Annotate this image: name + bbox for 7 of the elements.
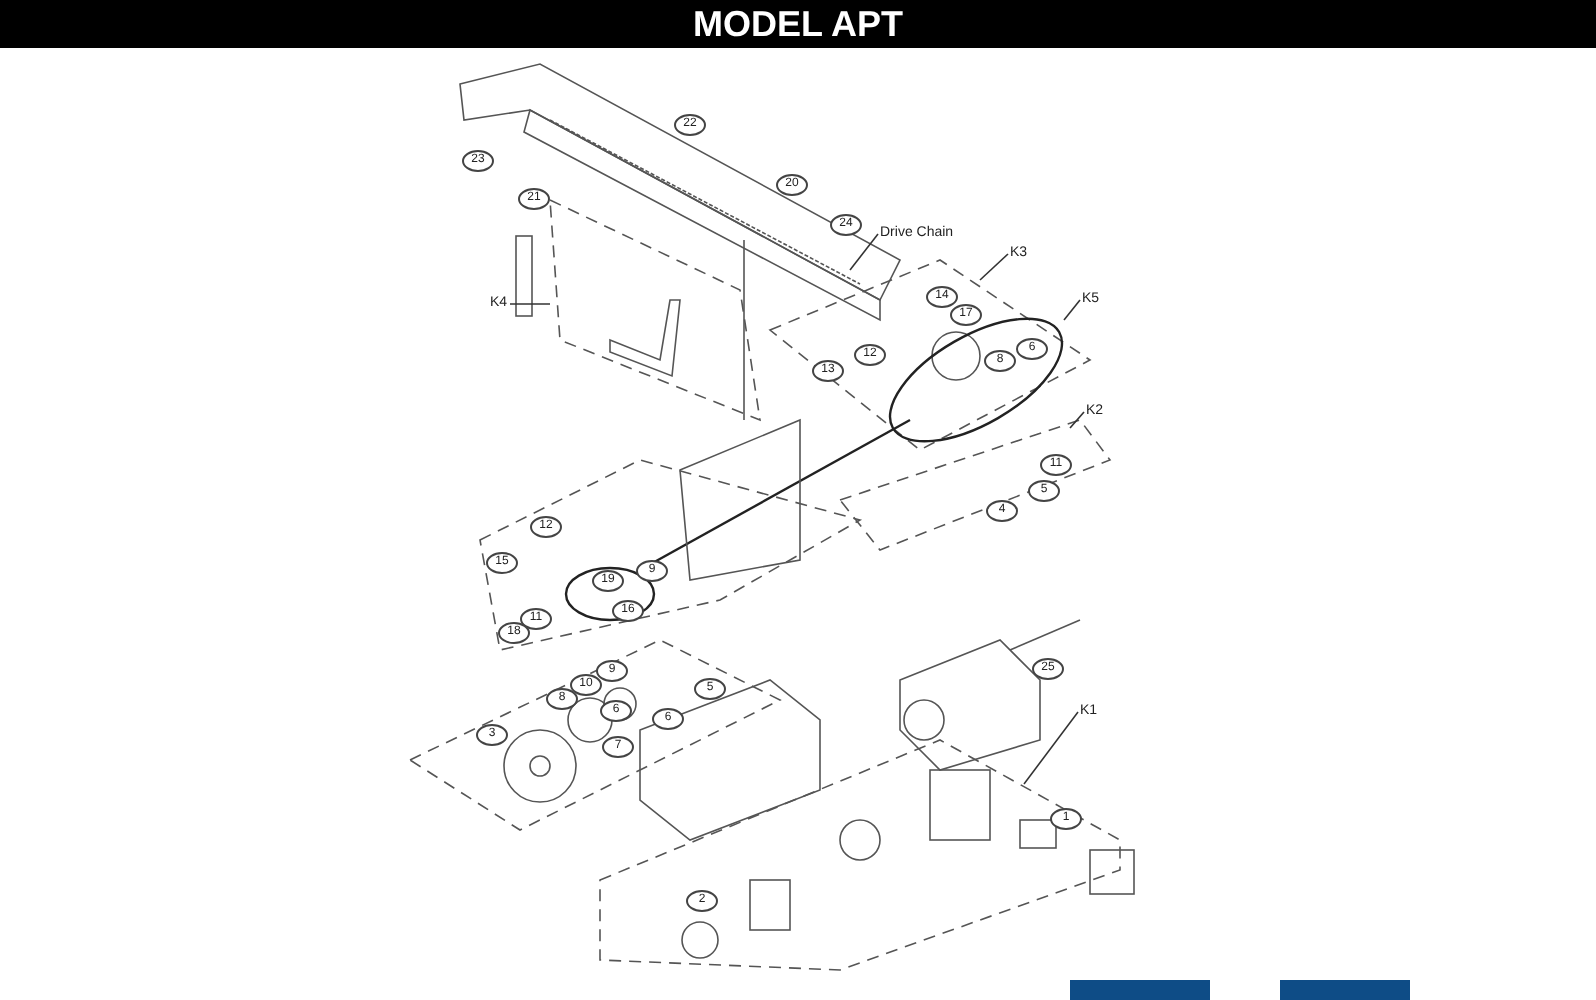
- leader-line: [1023, 711, 1079, 785]
- leader-line: [979, 253, 1009, 281]
- leader-line: [849, 233, 879, 271]
- title-bar: MODEL APT: [0, 0, 1596, 48]
- leader-line: [1063, 299, 1081, 321]
- leader-line: [1069, 411, 1085, 429]
- leader-line: [509, 303, 551, 305]
